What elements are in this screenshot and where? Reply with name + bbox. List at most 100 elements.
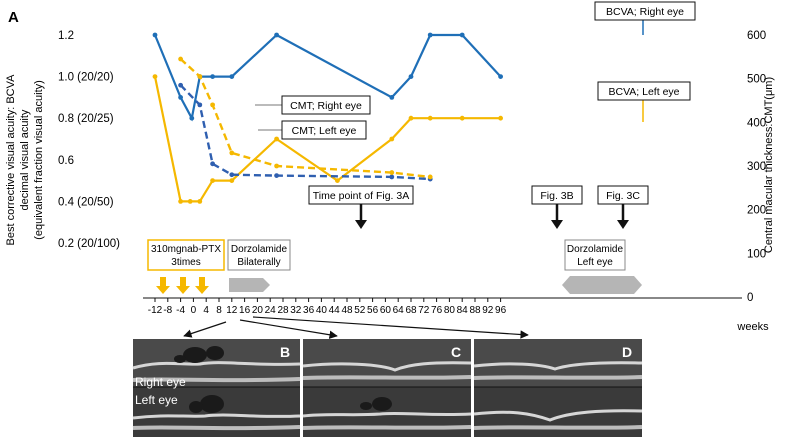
series-point-3 <box>210 102 216 108</box>
series-label-cmt-right: CMT; Right eye <box>255 95 371 115</box>
annotation-fig3a: Time point of Fig. 3A <box>308 185 414 229</box>
y-left-tick-label: 0.2 (20/100) <box>58 238 120 250</box>
series-point-0 <box>427 32 433 38</box>
annotation-fig3c: Fig. 3C <box>597 185 649 229</box>
x-tick-label: 8 <box>216 305 222 316</box>
series-point-1 <box>187 199 193 204</box>
x-tick-label: -4 <box>176 305 185 316</box>
series-point-1 <box>229 178 235 184</box>
series-point-2 <box>274 173 279 179</box>
y-left-tick-label: 1.2 <box>58 30 74 42</box>
left-axis-title: Best corrective visual acuity: BCVA deci… <box>5 74 45 246</box>
series-point-2 <box>389 174 395 180</box>
series-label-bcva-right: BCVA; Right eye <box>594 1 696 35</box>
series-point-0 <box>189 115 195 121</box>
y-right-tick-label: 100 <box>747 248 766 260</box>
series-point-1 <box>408 115 414 121</box>
x-tick-label: 60 <box>380 305 392 316</box>
treatment-nab-ptx-line-2: 3times <box>171 257 200 268</box>
annotation-fig3b: Fig. 3B <box>531 185 583 229</box>
series-point-2 <box>210 161 216 167</box>
series-point-0 <box>229 74 235 79</box>
series-point-0 <box>152 32 158 38</box>
series-label-cmt-left: CMT; Left eye <box>258 120 367 140</box>
treatment-nab-ptx-line-1: 310mgnab-PTX <box>151 244 221 255</box>
y-right-tick-label: 400 <box>747 117 766 129</box>
y-right-tick-label: 200 <box>747 205 766 217</box>
treatment-dorzolamide-left: Dorzolamide Left eye <box>562 239 642 294</box>
series-point-1 <box>459 115 465 121</box>
series-point-3 <box>197 74 203 79</box>
treatment-dorzolamide-left-line-1: Dorzolamide <box>567 244 624 255</box>
x-tick-label: 16 <box>239 305 251 316</box>
x-tick-label: -8 <box>163 305 172 316</box>
x-tick-label: -12 <box>148 305 163 316</box>
series-point-0 <box>408 74 414 79</box>
y-left-tick-label: 0.4 (20/50) <box>58 196 114 208</box>
scan-arrows <box>183 316 529 339</box>
y-right-tick-label: 500 <box>747 74 766 86</box>
x-tick-label: 48 <box>341 305 353 316</box>
series-point-2 <box>178 82 184 88</box>
oct-right-eye-label: Right eye <box>135 375 186 389</box>
series-layer <box>152 32 503 204</box>
oct-panel-c-label: C <box>451 344 461 360</box>
x-tick-label: 0 <box>191 305 197 316</box>
series-point-0 <box>178 95 184 100</box>
series-label-cmt-right-text: CMT; Right eye <box>290 100 362 112</box>
y-left-tick-label: 1.0 (20/20) <box>58 72 114 84</box>
oct-panel-d-label: D <box>622 344 632 360</box>
series-point-1 <box>427 115 433 121</box>
series-point-1 <box>197 199 203 204</box>
treatment-dorzolamide-left-line-2: Left eye <box>577 257 613 268</box>
x-tick-label: 32 <box>290 305 302 316</box>
x-tick-label: 68 <box>405 305 417 316</box>
x-tick-label: 24 <box>265 305 277 316</box>
x-tick-label: 4 <box>203 305 209 316</box>
treatment-nab-ptx: 310mgnab-PTX 3times <box>147 239 225 294</box>
series-point-3 <box>274 163 279 169</box>
series-point-1 <box>274 136 279 142</box>
x-tick-label: 44 <box>329 305 341 316</box>
annotation-fig3b-text: Fig. 3B <box>540 190 573 202</box>
series-point-0 <box>498 74 503 79</box>
x-tick-label: 12 <box>226 305 238 316</box>
y-right-tick-label: 600 <box>747 30 766 42</box>
series-point-2 <box>229 172 235 178</box>
x-tick-label: 96 <box>495 305 507 316</box>
x-tick-label: 72 <box>418 305 430 316</box>
left-axis-title-line-3: (equivalent fraction visual acuity) <box>33 80 45 240</box>
x-tick-label: 56 <box>367 305 379 316</box>
y-right-tick-label: 300 <box>747 161 766 173</box>
x-tick-label: 40 <box>316 305 328 316</box>
x-tick-label: 64 <box>393 305 405 316</box>
x-tick-label: 20 <box>252 305 264 316</box>
series-point-0 <box>210 74 216 79</box>
series-point-0 <box>389 95 395 100</box>
series-point-3 <box>389 170 395 175</box>
y-left-ticks: 1.2 1.0 (20/20) 0.8 (20/25) 0.6 0.4 (20/50) 0… <box>58 30 120 250</box>
x-tick-label: 52 <box>354 305 366 316</box>
series-point-1 <box>335 178 340 184</box>
series-label-bcva-left-text: BCVA; Left eye <box>608 86 679 98</box>
oct-panel-b: B Right eye Left eye <box>132 339 301 437</box>
series-point-1 <box>152 74 158 79</box>
y-left-tick-label: 0.8 (20/25) <box>58 113 114 125</box>
oct-panel-b-label: B <box>280 344 290 360</box>
right-axis-title: Central macular thickness:CMT(μm) <box>763 77 775 253</box>
y-right-ticks: 600 500 400 300 200 100 0 <box>747 30 766 304</box>
x-tick-label: 88 <box>469 305 481 316</box>
left-axis-title-line-1: Best corrective visual acuity: BCVA <box>5 74 17 246</box>
x-axis-title: weeks <box>736 321 769 333</box>
series-label-cmt-left-text: CMT; Left eye <box>292 125 357 137</box>
series-label-bcva-right-text: BCVA; Right eye <box>606 6 684 18</box>
y-right-tick-label: 0 <box>747 292 753 304</box>
oct-left-eye-label: Left eye <box>135 393 178 407</box>
y-left-tick-label: 0.6 <box>58 155 74 167</box>
series-point-1 <box>389 136 395 142</box>
x-tick-label: 36 <box>303 305 315 316</box>
left-axis-title-line-2: decimal visual acuity <box>19 109 31 210</box>
series-label-bcva-left: BCVA; Left eye <box>597 81 691 122</box>
